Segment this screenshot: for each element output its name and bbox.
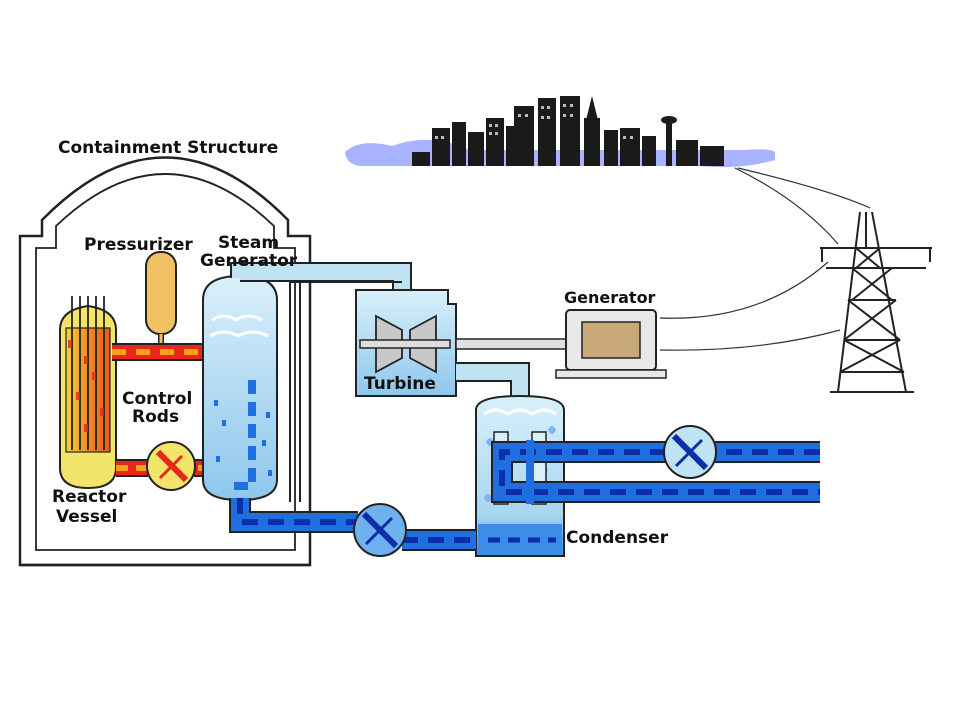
cooling-water-loop — [491, 440, 820, 504]
label-reactor-vessel-line1: Reactor — [52, 487, 127, 507]
turbine — [355, 289, 457, 397]
steam-generator — [202, 274, 278, 502]
exhaust-pipe — [456, 362, 530, 402]
turbine-rotor-icon — [359, 314, 451, 374]
label-turbine: Turbine — [364, 374, 436, 394]
label-condenser: Condenser — [566, 528, 669, 548]
label-control-rods-line2: Rods — [132, 407, 179, 427]
label-steam-generator-line1: Steam — [218, 233, 279, 253]
label-steam-generator-line2: Generator — [200, 251, 298, 271]
city-skyline — [345, 96, 775, 168]
feedwater-loop — [229, 498, 562, 554]
transmission-lines — [659, 167, 871, 351]
steam-pipe — [230, 262, 412, 502]
cooling-pump — [663, 425, 717, 479]
reactor-vessel — [59, 296, 117, 490]
transmission-tower — [820, 211, 932, 393]
label-reactor-vessel-line2: Vessel — [56, 507, 117, 527]
generator — [455, 309, 667, 379]
label-generator: Generator — [564, 288, 656, 307]
feedwater-pump — [353, 503, 407, 557]
label-pressurizer: Pressurizer — [84, 235, 193, 255]
primary-pump — [146, 441, 196, 491]
label-containment-structure: Containment Structure — [58, 138, 278, 158]
label-control-rods-line1: Control — [122, 389, 192, 409]
